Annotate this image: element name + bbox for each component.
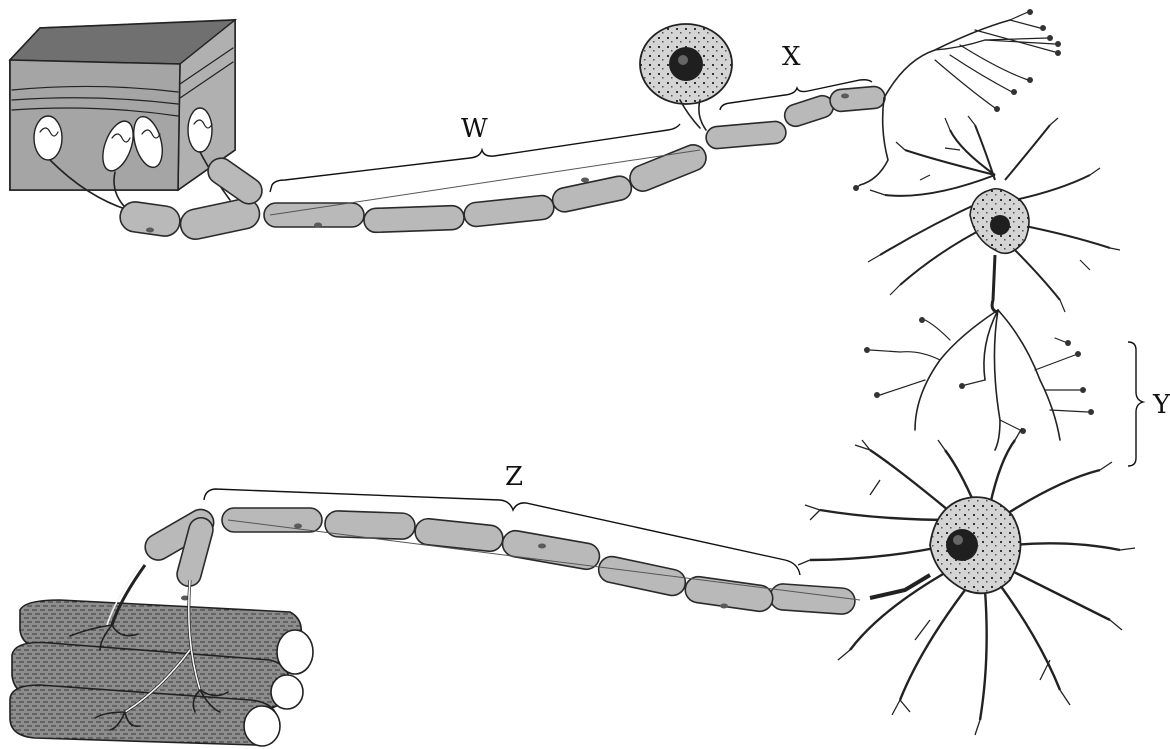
brace-y <box>1128 342 1143 466</box>
sensory-axon-x <box>705 9 1061 191</box>
muscle-fibers <box>10 565 313 746</box>
interneuron <box>864 116 1120 450</box>
label-w: W <box>461 116 488 142</box>
label-x: X <box>782 44 801 70</box>
label-y: Y <box>1153 392 1170 418</box>
skin-tissue-block <box>10 20 235 212</box>
motor-neuron <box>798 428 1135 735</box>
label-z: Z <box>505 464 523 490</box>
sensory-cell-body <box>640 24 732 130</box>
motor-axon-z <box>140 505 860 615</box>
